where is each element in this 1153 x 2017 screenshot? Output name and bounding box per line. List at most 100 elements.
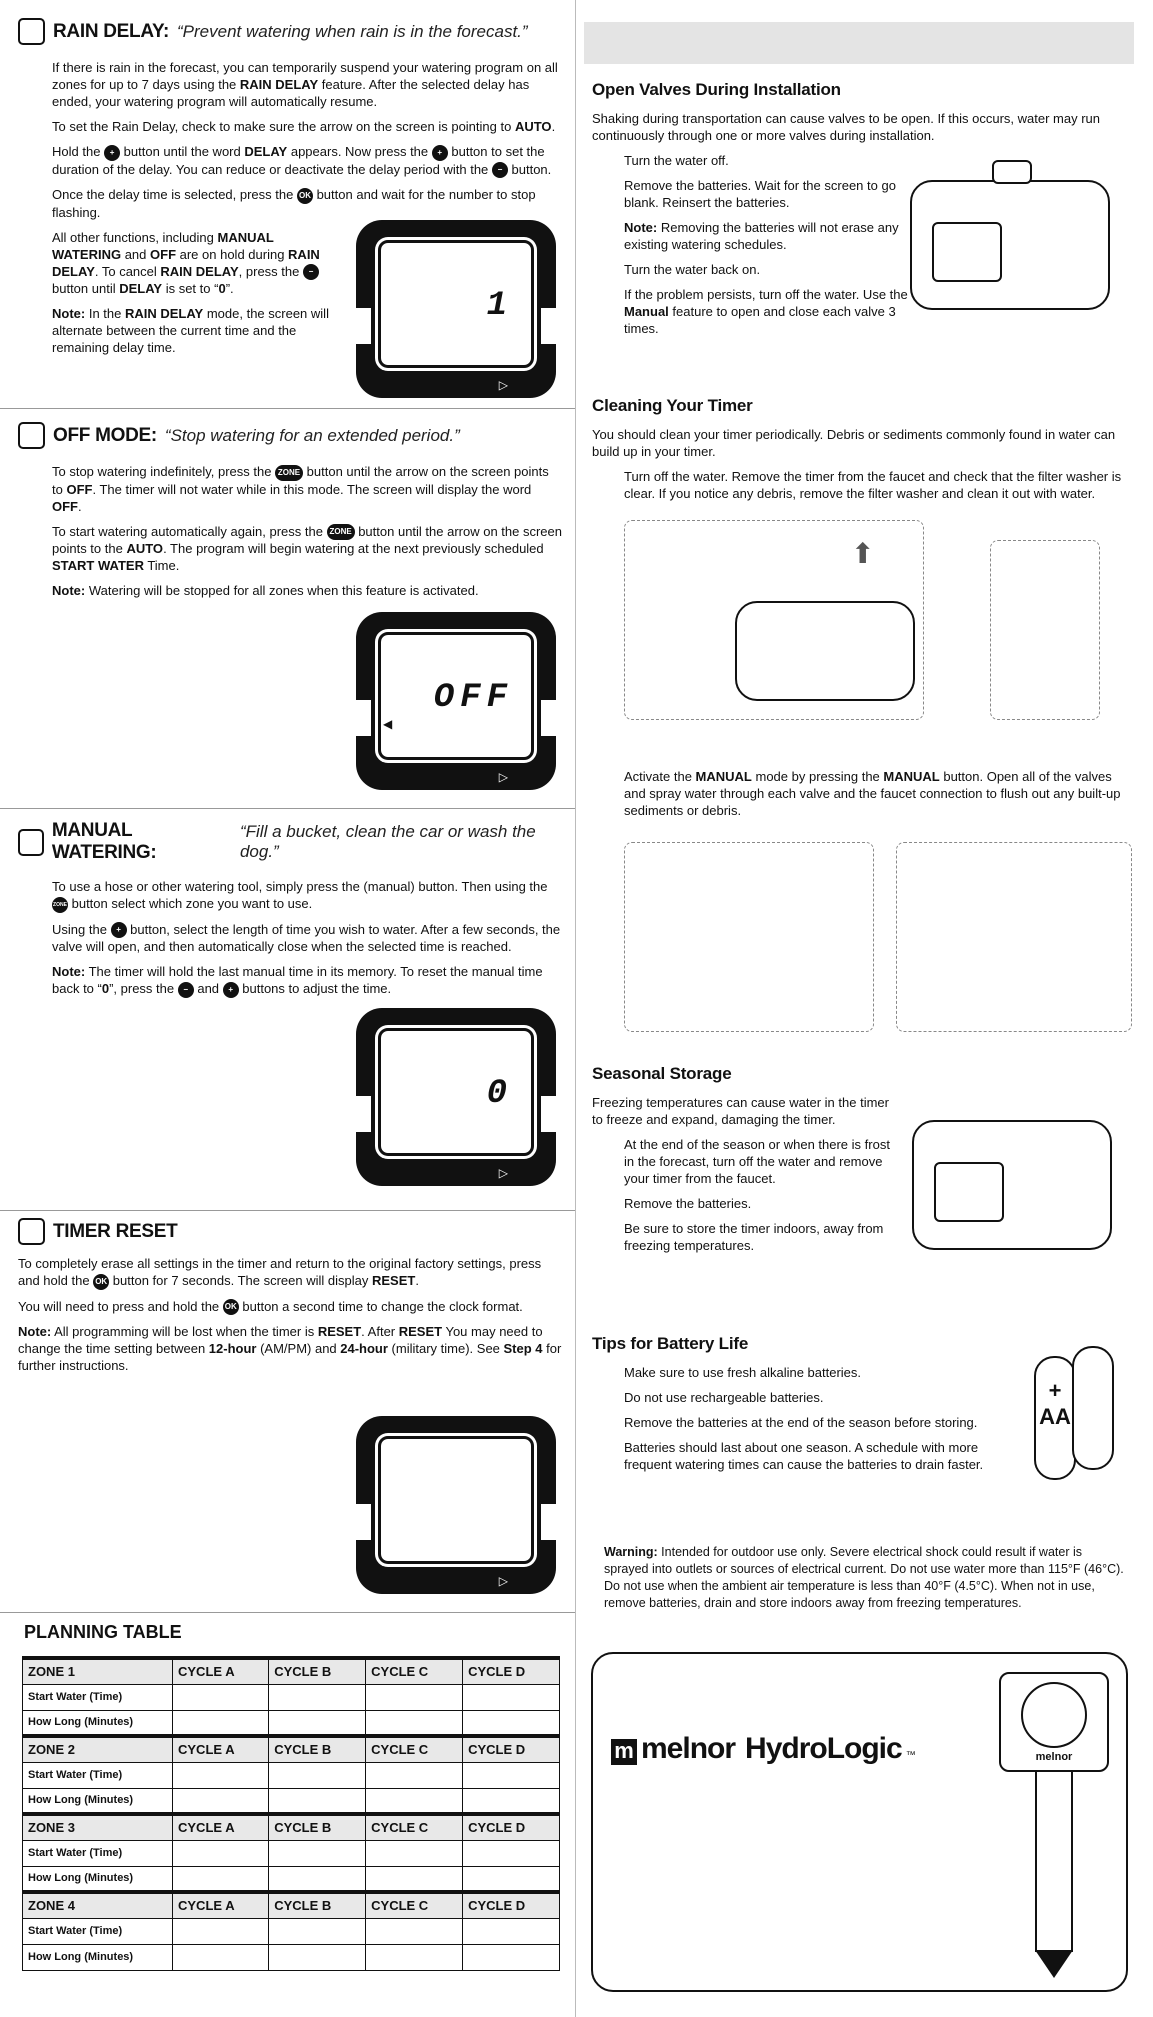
off-mode-section: OFF MODE: “Stop watering for an extended… [18, 422, 562, 607]
cycle-header: CYCLE D [462, 1813, 560, 1841]
flushing-illustration-left [624, 842, 874, 1032]
lcd-display-value: 0 [486, 1075, 513, 1113]
cycle-header: CYCLE C [365, 1813, 464, 1841]
cycle-header: CYCLE C [365, 1891, 464, 1919]
rain-delay-checkbox[interactable] [18, 18, 45, 45]
table-row: How Long (Minutes) [22, 1865, 560, 1893]
table-row: How Long (Minutes) [22, 1943, 560, 1971]
planning-title: PLANNING TABLE [24, 1622, 182, 1642]
warning-text: Warning: Intended for outdoor use only. … [604, 1545, 1124, 1610]
table-cell[interactable] [171, 1865, 270, 1893]
cycle-header: CYCLE B [268, 1891, 367, 1919]
plus-button-icon: + [431, 144, 448, 161]
table-cell[interactable] [268, 1839, 367, 1867]
table-cell[interactable] [462, 1787, 560, 1815]
off-mode-body: To stop watering indefinitely, press the… [52, 464, 562, 599]
rain-delay-title: RAIN DELAY: [53, 20, 169, 42]
table-cell[interactable] [268, 1709, 367, 1737]
battery-illustration: +AA [1034, 1346, 1114, 1486]
table-cell[interactable] [365, 1917, 464, 1945]
off-mode-quote: “Stop watering for an extended period.” [164, 425, 460, 445]
arrow-icon: ▷ [498, 1166, 508, 1180]
table-cell[interactable] [171, 1787, 270, 1815]
row-label: How Long (Minutes) [22, 1865, 173, 1893]
table-cell[interactable] [268, 1943, 367, 1971]
table-cell[interactable] [365, 1683, 464, 1711]
manual-title: MANUAL WATERING: [51, 820, 157, 863]
table-cell[interactable] [268, 1761, 367, 1789]
table-cell[interactable] [365, 1787, 464, 1815]
table-cell[interactable] [462, 1839, 560, 1867]
table-cell[interactable] [171, 1839, 270, 1867]
select-button-icon: ZONE [326, 524, 355, 541]
table-cell[interactable] [365, 1943, 464, 1971]
rain-delay-section: RAIN DELAY: “Prevent watering when rain … [18, 18, 562, 364]
table-cell[interactable] [462, 1709, 560, 1737]
table-cell[interactable] [365, 1709, 464, 1737]
cycle-header: CYCLE C [365, 1735, 464, 1763]
section-divider [0, 808, 575, 809]
minus-button-icon: − [177, 981, 194, 998]
zone-label: ZONE 2 [22, 1735, 173, 1763]
logo-mark-icon: m [611, 1739, 637, 1765]
table-row: Start Water (Time) [22, 1839, 560, 1867]
table-cell[interactable] [171, 1683, 270, 1711]
reset-checkbox[interactable] [18, 1218, 45, 1245]
cleaning-section: Cleaning Your Timer You should clean you… [592, 396, 1132, 510]
row-label: How Long (Minutes) [22, 1709, 173, 1737]
battery-title: Tips for Battery Life [592, 1334, 749, 1353]
minus-button-icon: − [302, 264, 319, 281]
table-cell[interactable] [268, 1917, 367, 1945]
table-cell[interactable] [171, 1709, 270, 1737]
zone-button-icon: ZONE [52, 896, 68, 913]
storage-section: Seasonal Storage Freezing temperatures c… [592, 1064, 1132, 1262]
table-cell[interactable] [171, 1943, 270, 1971]
column-divider [575, 0, 576, 2017]
row-label: Start Water (Time) [22, 1761, 173, 1789]
cycle-header: CYCLE B [268, 1735, 367, 1763]
section-divider [0, 408, 575, 409]
table-cell[interactable] [268, 1683, 367, 1711]
table-cell[interactable] [365, 1865, 464, 1893]
faucet-removal-illustration: ⬆ [624, 520, 924, 720]
arrow-icon: ▷ [498, 1574, 508, 1588]
table-cell[interactable] [462, 1943, 560, 1971]
ok-button-icon: OK [93, 1273, 110, 1290]
zone-label: ZONE 1 [22, 1657, 173, 1685]
timer-reset-section: TIMER RESET To completely erase all sett… [18, 1218, 562, 1382]
table-row: How Long (Minutes) [22, 1709, 560, 1737]
table-row: Start Water (Time) [22, 1761, 560, 1789]
header-bar [584, 22, 1134, 64]
table-cell[interactable] [171, 1917, 270, 1945]
table-cell[interactable] [462, 1683, 560, 1711]
manual-body: To use a hose or other watering tool, si… [52, 879, 561, 998]
table-cell[interactable] [462, 1761, 560, 1789]
table-cell[interactable] [268, 1865, 367, 1893]
off-mode-lcd-illustration: OFF◀ ▷ [355, 612, 557, 790]
filter-washer-illustration [990, 540, 1100, 720]
cycle-header: CYCLE B [268, 1813, 367, 1841]
table-cell[interactable] [268, 1787, 367, 1815]
table-row: Start Water (Time) [22, 1683, 560, 1711]
table-cell[interactable] [365, 1839, 464, 1867]
cleaning-title: Cleaning Your Timer [592, 396, 753, 415]
ok-button-icon: OK [222, 1299, 239, 1316]
off-mode-checkbox[interactable] [18, 422, 45, 449]
table-cell[interactable] [462, 1917, 560, 1945]
cycle-header: CYCLE D [462, 1735, 560, 1763]
row-label: Start Water (Time) [22, 1917, 173, 1945]
table-cell[interactable] [171, 1761, 270, 1789]
manual-quote: “Fill a bucket, clean the car or wash th… [239, 822, 536, 861]
lcd-display-value: 1 [486, 287, 513, 325]
arrow-icon: ▷ [498, 770, 508, 784]
zone-label: ZONE 4 [22, 1891, 173, 1919]
manual-checkbox[interactable] [18, 828, 44, 856]
table-cell[interactable] [365, 1761, 464, 1789]
table-row: How Long (Minutes) [22, 1787, 560, 1815]
sprinkler-dial-illustration: melnor [999, 1672, 1109, 1982]
table-row: Start Water (Time) [22, 1917, 560, 1945]
table-cell[interactable] [462, 1865, 560, 1893]
